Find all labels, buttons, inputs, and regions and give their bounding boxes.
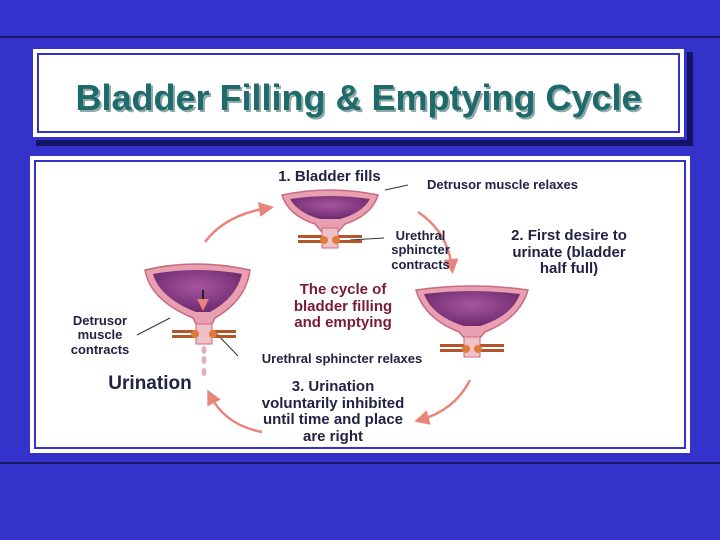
- cycle-arrow-to-urination: [207, 389, 263, 434]
- label-first-desire: 2. First desire to urinate (bladder half…: [511, 227, 627, 277]
- leader-detrusor-contracts: [136, 317, 171, 336]
- bladder-half-full: [415, 285, 529, 358]
- leader-sphincter-contracts: [349, 237, 385, 241]
- title-panel: Bladder Filling & Emptying Cycle: [30, 46, 687, 140]
- cycle-arrow-to-inhibit: [414, 379, 472, 425]
- title-panel-inner-border: [37, 53, 680, 133]
- label-urination-inhibited: 3. Urination voluntarily inhibited until…: [261, 378, 405, 445]
- bladder-filling: [281, 189, 379, 249]
- label-urethral-sphincter-contracts: Urethral sphincter contracts: [391, 228, 450, 272]
- leader-detrusor-relaxes: [384, 184, 409, 191]
- label-detrusor-contracts: Detrusor muscle contracts: [70, 313, 130, 357]
- bottom-divider: [0, 462, 720, 464]
- top-band: [0, 0, 720, 36]
- cycle-arrow-to-fill: [203, 202, 274, 243]
- slide-title: Bladder Filling & Emptying Cycle: [75, 77, 642, 118]
- top-divider: [0, 36, 720, 38]
- cycle-arrow-to-desire: [417, 210, 459, 274]
- label-urethral-sphincter-relaxes: Urethral sphincter relaxes: [261, 351, 423, 366]
- diagram-panel-inner-border: [34, 160, 686, 449]
- label-bladder-fills: 1. Bladder fills: [278, 168, 381, 185]
- label-center-cycle: The cycle of bladder filling and emptyin…: [293, 281, 393, 331]
- bladder-emptying: [144, 263, 251, 376]
- label-detrusor-relaxes: Detrusor muscle relaxes: [426, 177, 579, 192]
- label-urination: Urination: [108, 373, 192, 394]
